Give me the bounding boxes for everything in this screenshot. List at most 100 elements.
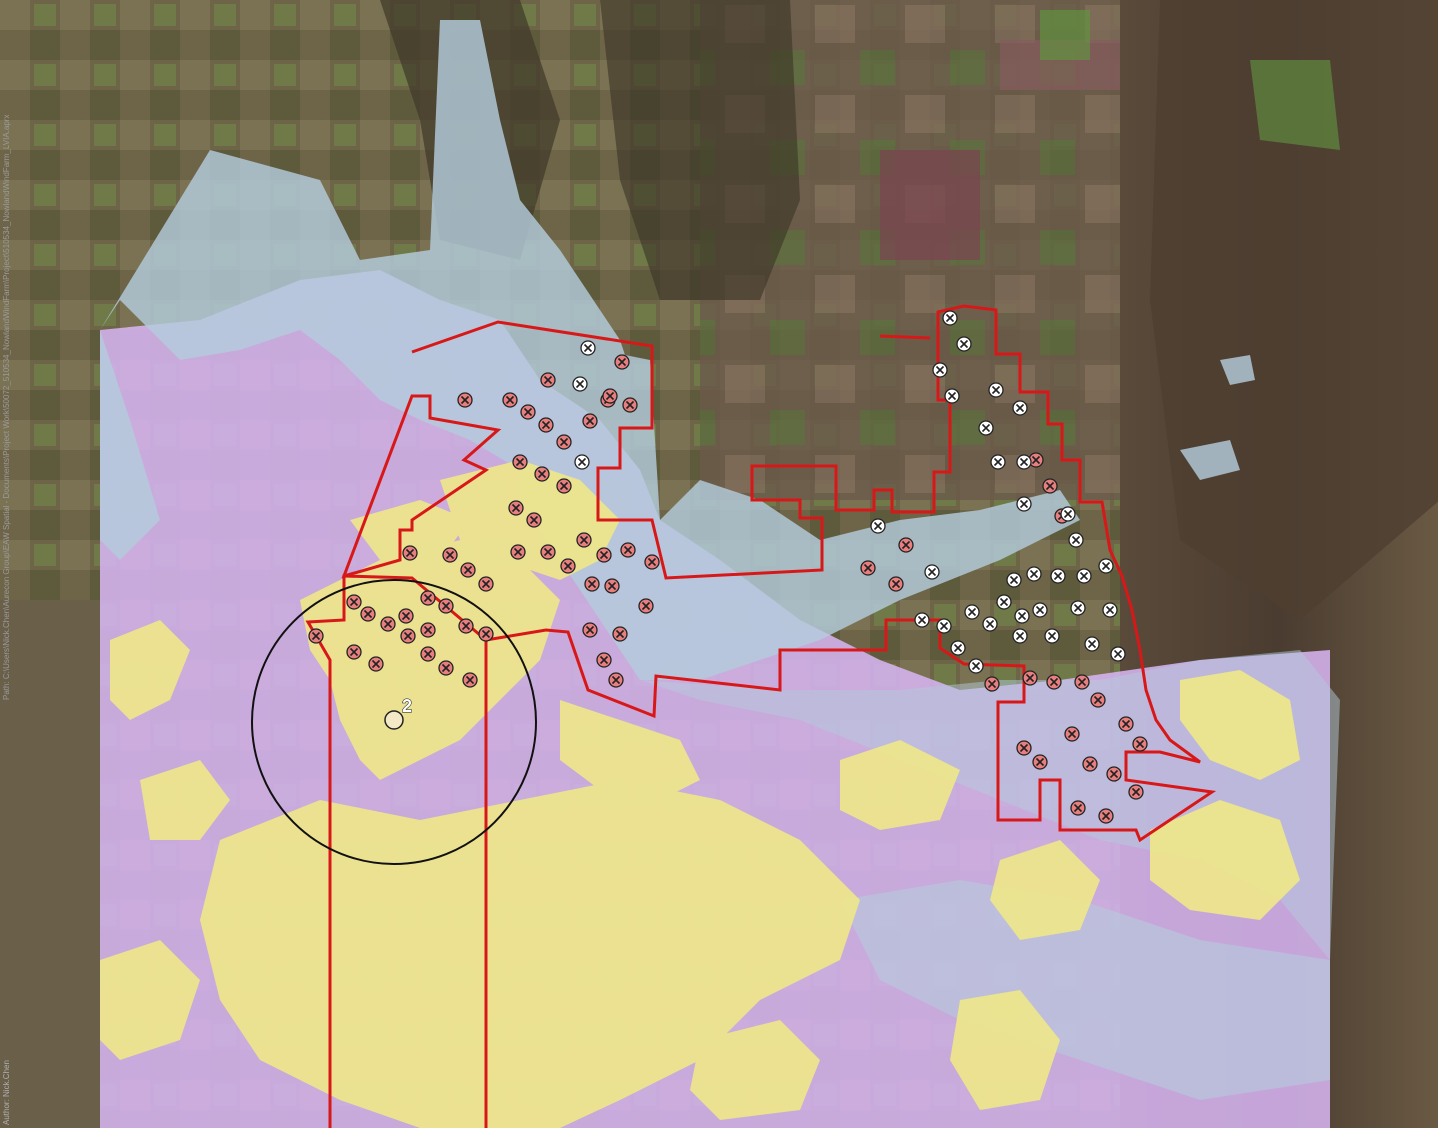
turbine-icon (1032, 754, 1048, 770)
turbine-icon (1060, 506, 1076, 522)
turbine-icon (978, 420, 994, 436)
turbine-icon (860, 560, 876, 576)
turbine-icon (968, 658, 984, 674)
turbine-icon (402, 545, 418, 561)
turbine-icon (502, 392, 518, 408)
turbine-icon (1090, 692, 1106, 708)
turbine-icon (644, 554, 660, 570)
turbine-icon (400, 628, 416, 644)
turbine-icon (620, 542, 636, 558)
turbine-icon (458, 618, 474, 634)
turbine-icon (964, 604, 980, 620)
turbine-icon (576, 532, 592, 548)
path-label: Path: C:\Users\Nick.Chen\Aurecon Group\E… (2, 114, 11, 700)
turbine-icon (1082, 756, 1098, 772)
zvi-blue-layer (100, 20, 1340, 1100)
turbine-icon (1016, 740, 1032, 756)
turbine-icon (1006, 572, 1022, 588)
turbine-icon (996, 594, 1012, 610)
turbine-icon (346, 594, 362, 610)
turbine-icon (556, 434, 572, 450)
viewpoint-icon[interactable] (384, 710, 404, 730)
turbine-icon (1068, 532, 1084, 548)
turbine-icon (612, 626, 628, 642)
turbine-icon (1064, 726, 1080, 742)
turbine-icon (602, 388, 618, 404)
turbine-icon (526, 512, 542, 528)
turbine-icon (870, 518, 886, 534)
turbine-icon (538, 417, 554, 433)
turbine-icon (622, 397, 638, 413)
turbine-icon (924, 564, 940, 580)
turbine-icon (1070, 800, 1086, 816)
turbine-icon (420, 622, 436, 638)
turbine-icon (574, 454, 590, 470)
turbine-icon (582, 413, 598, 429)
turbine-icon (510, 544, 526, 560)
turbine-icon (604, 578, 620, 594)
turbine-icon (1046, 674, 1062, 690)
turbine-layer (308, 310, 1148, 824)
turbine-icon (596, 652, 612, 668)
turbine-icon (932, 362, 948, 378)
turbine-icon (478, 576, 494, 592)
turbine-icon (1076, 568, 1092, 584)
turbine-icon (1026, 566, 1042, 582)
turbine-icon (1016, 496, 1032, 512)
turbine-icon (1098, 558, 1114, 574)
turbine-icon (438, 598, 454, 614)
turbine-icon (608, 672, 624, 688)
turbine-icon (1032, 602, 1048, 618)
turbine-icon (572, 376, 588, 392)
turbine-icon (438, 660, 454, 676)
turbine-icon (990, 454, 1006, 470)
turbine-icon (1118, 716, 1134, 732)
turbine-icon (462, 672, 478, 688)
turbine-icon (1110, 646, 1126, 662)
turbine-icon (534, 466, 550, 482)
turbine-icon (1022, 670, 1038, 686)
project-boundary (305, 304, 1217, 1128)
turbine-icon (1016, 454, 1032, 470)
turbine-icon (944, 388, 960, 404)
turbine-icon (1042, 478, 1058, 494)
turbine-icon (1106, 766, 1122, 782)
viewpoint-2[interactable]: 2 (384, 696, 413, 730)
turbine-icon (988, 382, 1004, 398)
turbine-icon (457, 392, 473, 408)
turbine-icon (950, 640, 966, 656)
author-label: Author: Nick.Chen (2, 1060, 11, 1125)
turbine-icon (1074, 674, 1090, 690)
turbine-icon (614, 354, 630, 370)
turbine-icon (508, 500, 524, 516)
turbine-icon (360, 606, 376, 622)
turbine-icon (540, 544, 556, 560)
turbine-icon (1050, 568, 1066, 584)
turbine-icon (380, 616, 396, 632)
turbine-icon (936, 618, 952, 634)
turbine-icon (580, 340, 596, 356)
turbine-icon (584, 576, 600, 592)
turbine-icon (346, 644, 362, 660)
turbine-icon (1084, 636, 1100, 652)
turbine-icon (1102, 602, 1118, 618)
turbine-icon (982, 616, 998, 632)
turbine-icon (368, 656, 384, 672)
turbine-icon (540, 372, 556, 388)
turbine-icon (420, 590, 436, 606)
turbine-icon (420, 646, 436, 662)
turbine-icon (1098, 808, 1114, 824)
turbine-icon (1012, 400, 1028, 416)
turbine-icon (984, 676, 1000, 692)
turbine-icon (1012, 628, 1028, 644)
viewpoint-label: 2 (402, 696, 412, 716)
turbine-icon (596, 547, 612, 563)
turbine-icon (478, 626, 494, 642)
turbine-icon (398, 608, 414, 624)
turbine-icon (582, 622, 598, 638)
turbine-icon (512, 454, 528, 470)
turbine-icon (560, 558, 576, 574)
turbine-icon (1132, 736, 1148, 752)
turbine-icon (308, 628, 324, 644)
